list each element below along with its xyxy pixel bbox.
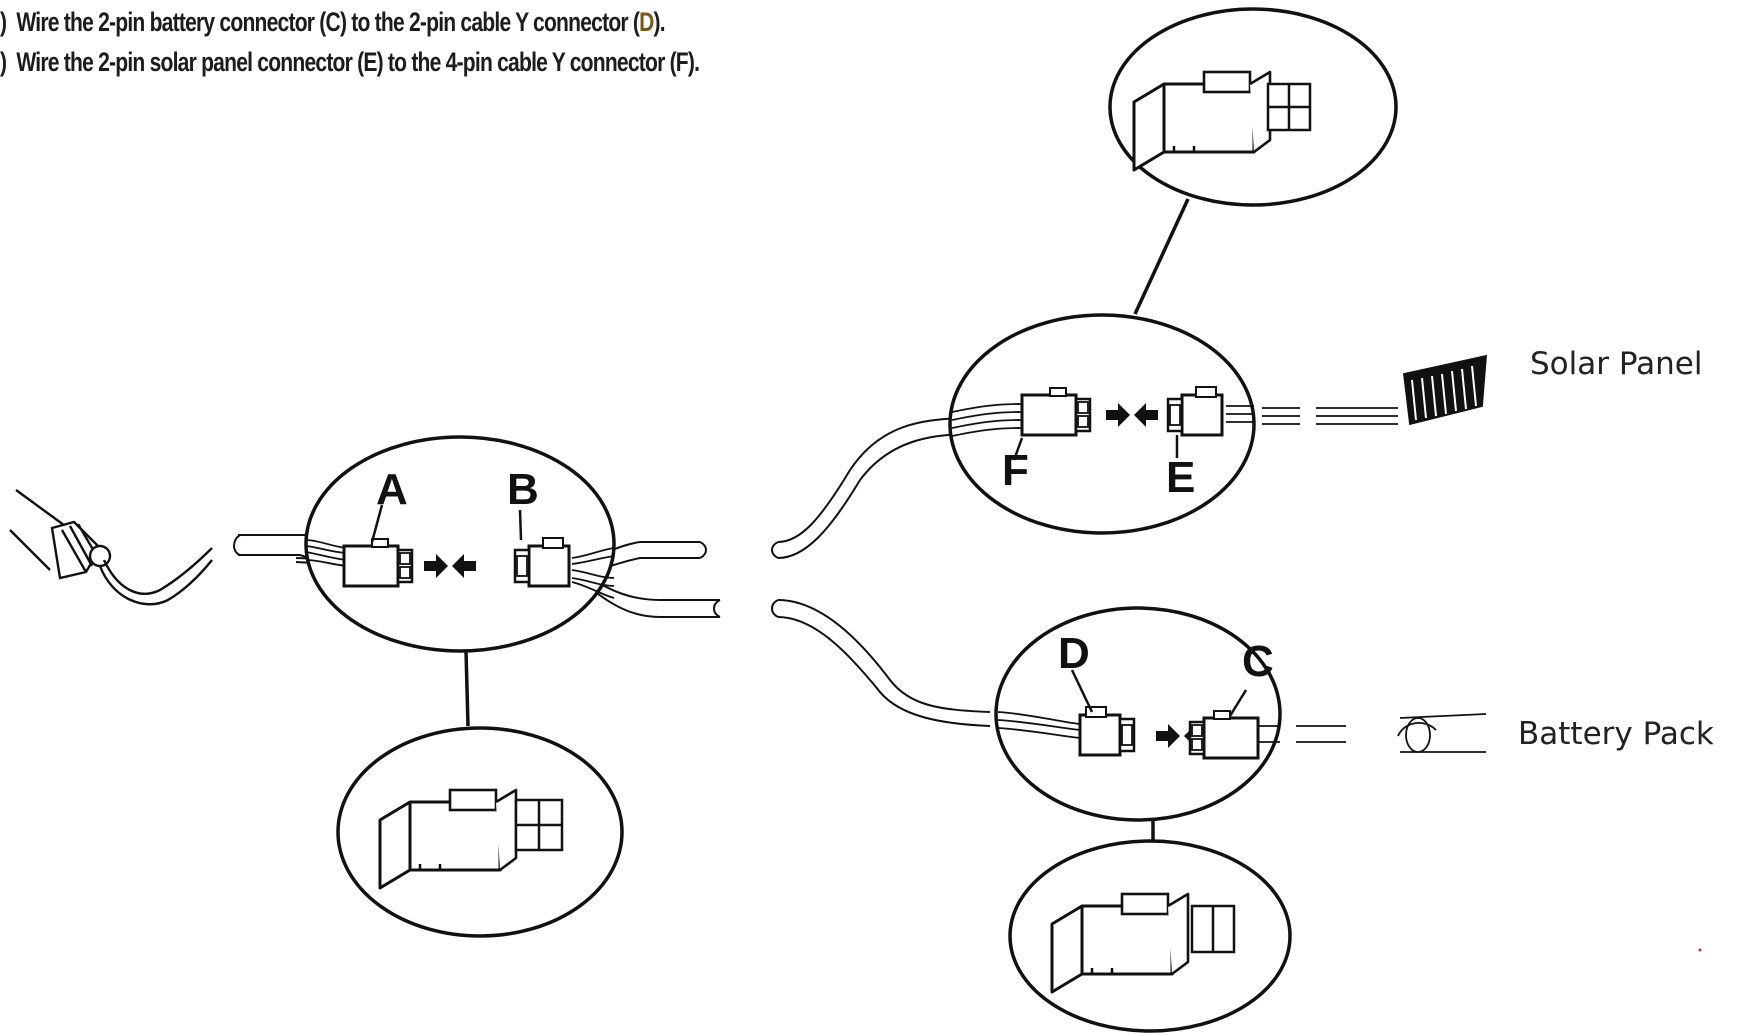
callout-e: E <box>1166 453 1195 502</box>
zoom-circle-connector-a <box>336 726 624 938</box>
leader-line-a <box>464 650 470 727</box>
zoom-circle-connector-d <box>1008 839 1292 1033</box>
instructions: ) Wire the 2-pin battery connector (C) t… <box>0 2 896 82</box>
stray-mark <box>1698 948 1702 952</box>
callout-f: F <box>1002 446 1029 495</box>
callout-a: A <box>376 465 408 514</box>
branch-cables <box>771 417 991 727</box>
leader-line-f <box>1133 198 1190 315</box>
detail-circle-d-c: D C <box>994 606 1282 822</box>
battery-pack-graphic <box>1296 713 1487 753</box>
detail-circle-a-b: A B <box>304 435 616 653</box>
battery-pack-label: Battery Pack <box>1518 716 1714 752</box>
callout-c: C <box>1242 637 1274 686</box>
callout-d: D <box>1058 629 1090 678</box>
solar-panel-graphic <box>1262 354 1487 426</box>
detail-circle-f-e: F E <box>948 313 1256 535</box>
callout-b: B <box>507 465 539 514</box>
instruction-line-2: ) Wire the 2-pin solar panel connector (… <box>0 47 700 77</box>
zoom-circle-connector-f <box>1108 7 1398 207</box>
solar-panel-label: Solar Panel <box>1530 346 1703 382</box>
motor-tube <box>9 489 213 606</box>
instruction-line-1: ) Wire the 2-pin battery connector (C) t… <box>0 7 666 37</box>
